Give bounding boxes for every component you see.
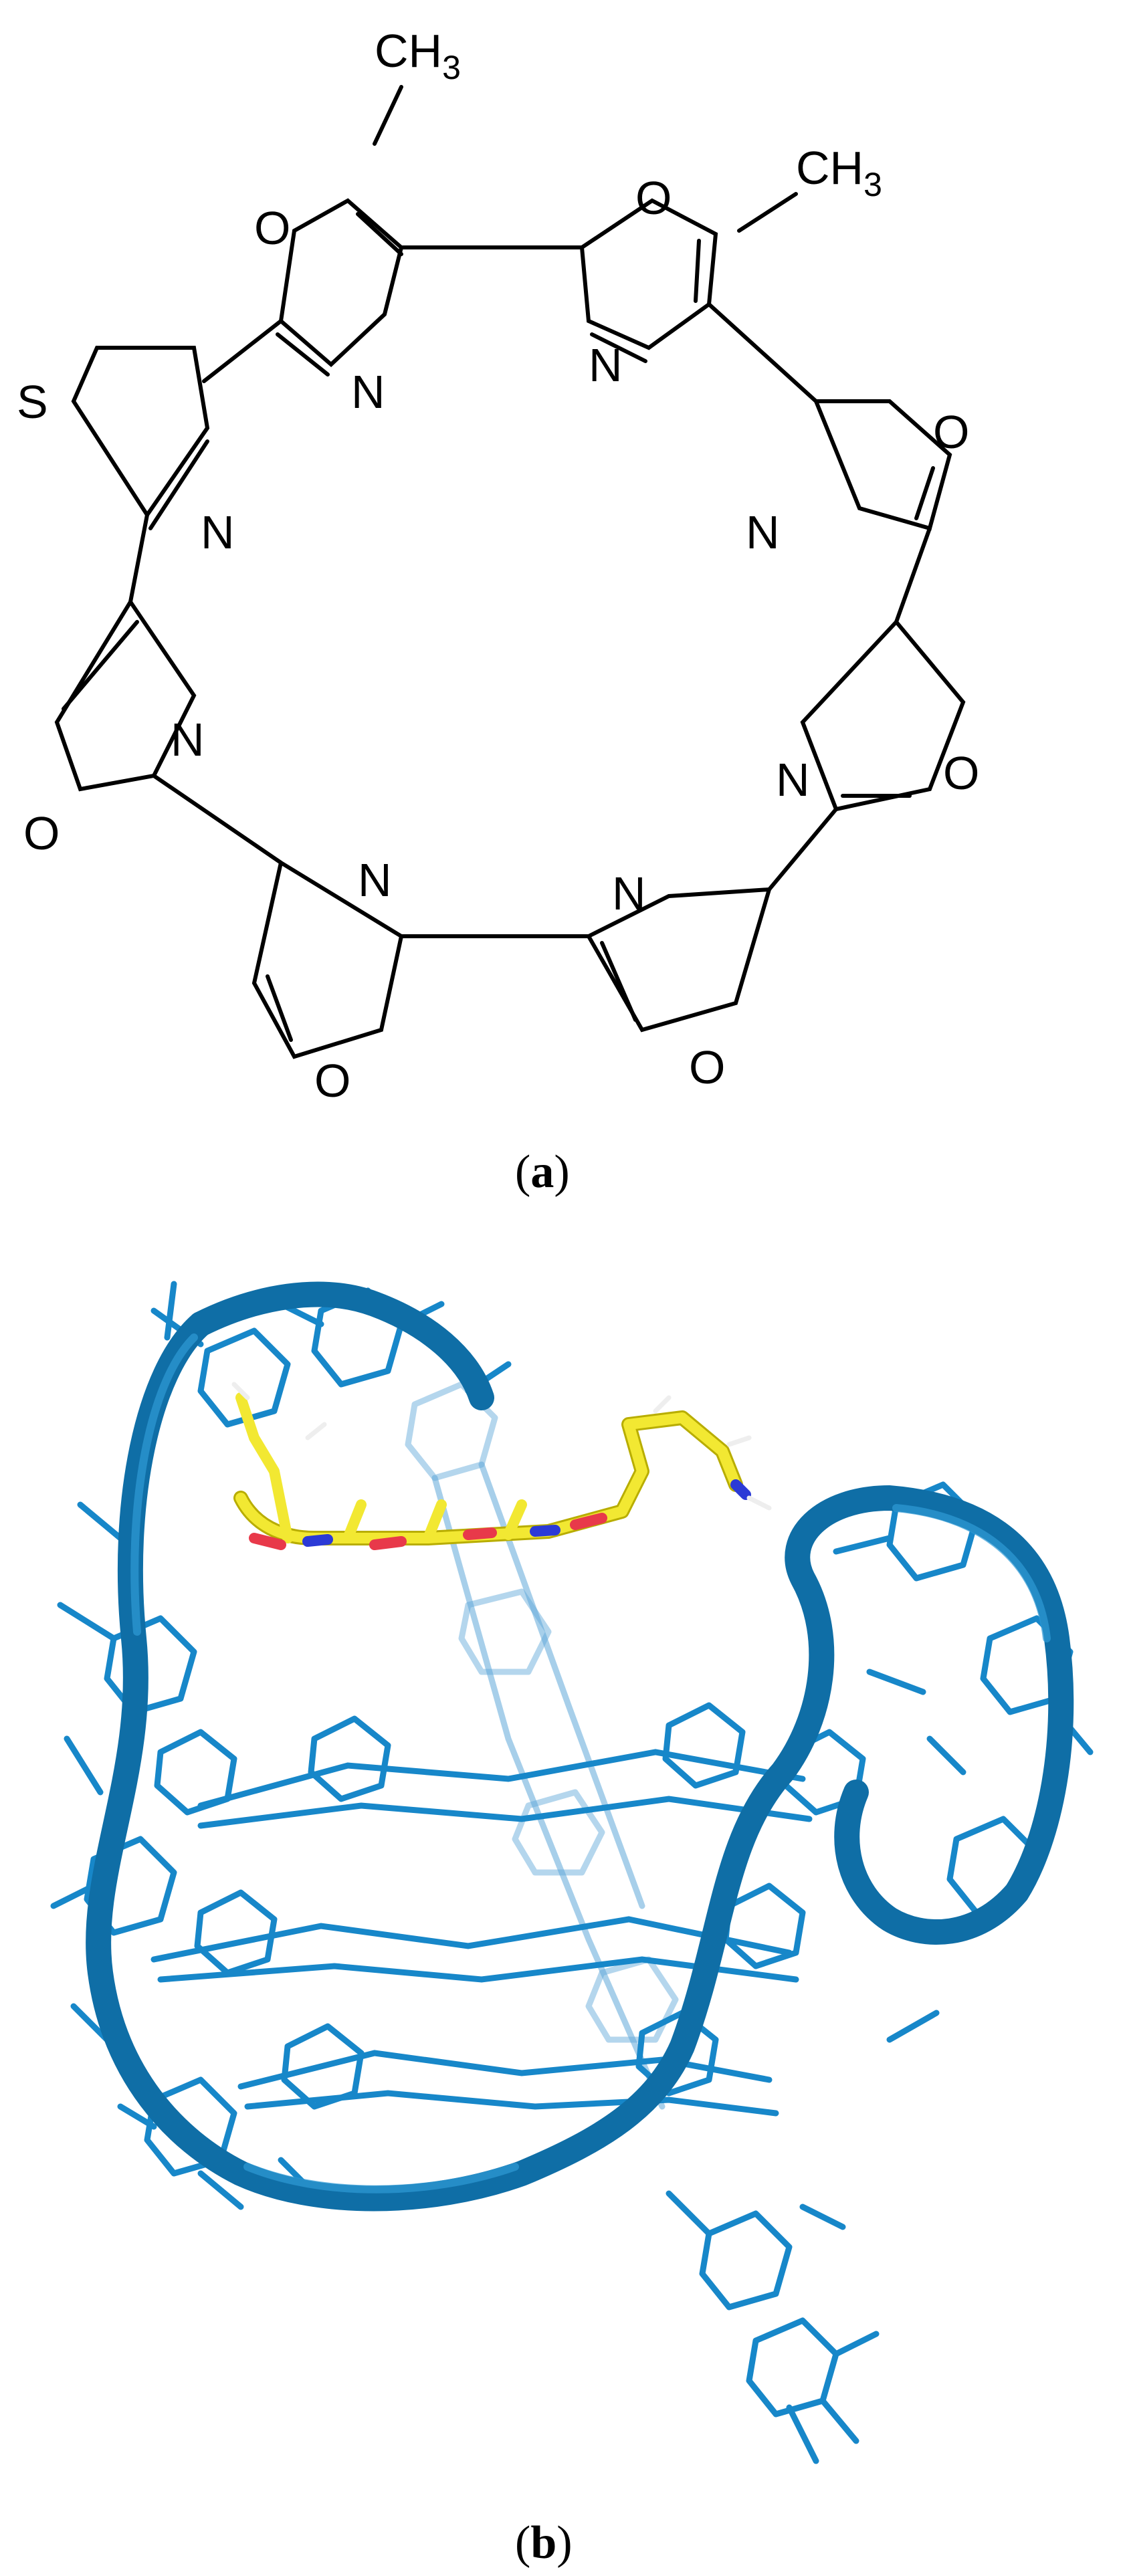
nitrogen-label: N <box>351 366 385 418</box>
caption-b: (b) <box>515 2517 573 2569</box>
oxygen-label: O <box>23 807 60 859</box>
caption-a: (a) <box>515 1146 570 1198</box>
structure-bonds <box>54 85 966 1059</box>
nitrogen-label: N <box>612 867 646 920</box>
oxygen-label: O <box>933 406 969 458</box>
sulfur-label: S <box>17 376 48 428</box>
nitrogen-label: N <box>746 506 780 558</box>
oxygen-label: O <box>689 1041 725 1093</box>
base-stack <box>150 1702 866 2117</box>
nitrogen-label: N <box>201 506 235 558</box>
methyl-label-2: CH3 <box>796 142 882 203</box>
chemical-structure: CH3 CH3 O O O O O O O N N N N N N N N S <box>17 25 979 1107</box>
oxygen-label: O <box>254 202 290 254</box>
nitrogen-label: N <box>589 339 623 391</box>
nitrogen-label: N <box>776 754 810 806</box>
nitrogen-label: N <box>358 854 392 906</box>
oxygen-label: O <box>943 747 979 799</box>
methyl-label-1: CH3 <box>375 25 461 86</box>
nitrogen-label: N <box>171 714 205 766</box>
structure-atom-labels: CH3 CH3 O O O O O O O N N N N N N N N S <box>17 25 979 1107</box>
oxygen-label: O <box>314 1055 350 1107</box>
ligand <box>231 1382 772 1550</box>
molecular-model <box>50 1281 1094 2464</box>
dna-backbone <box>86 1281 1074 2212</box>
oxygen-label: O <box>635 172 672 224</box>
